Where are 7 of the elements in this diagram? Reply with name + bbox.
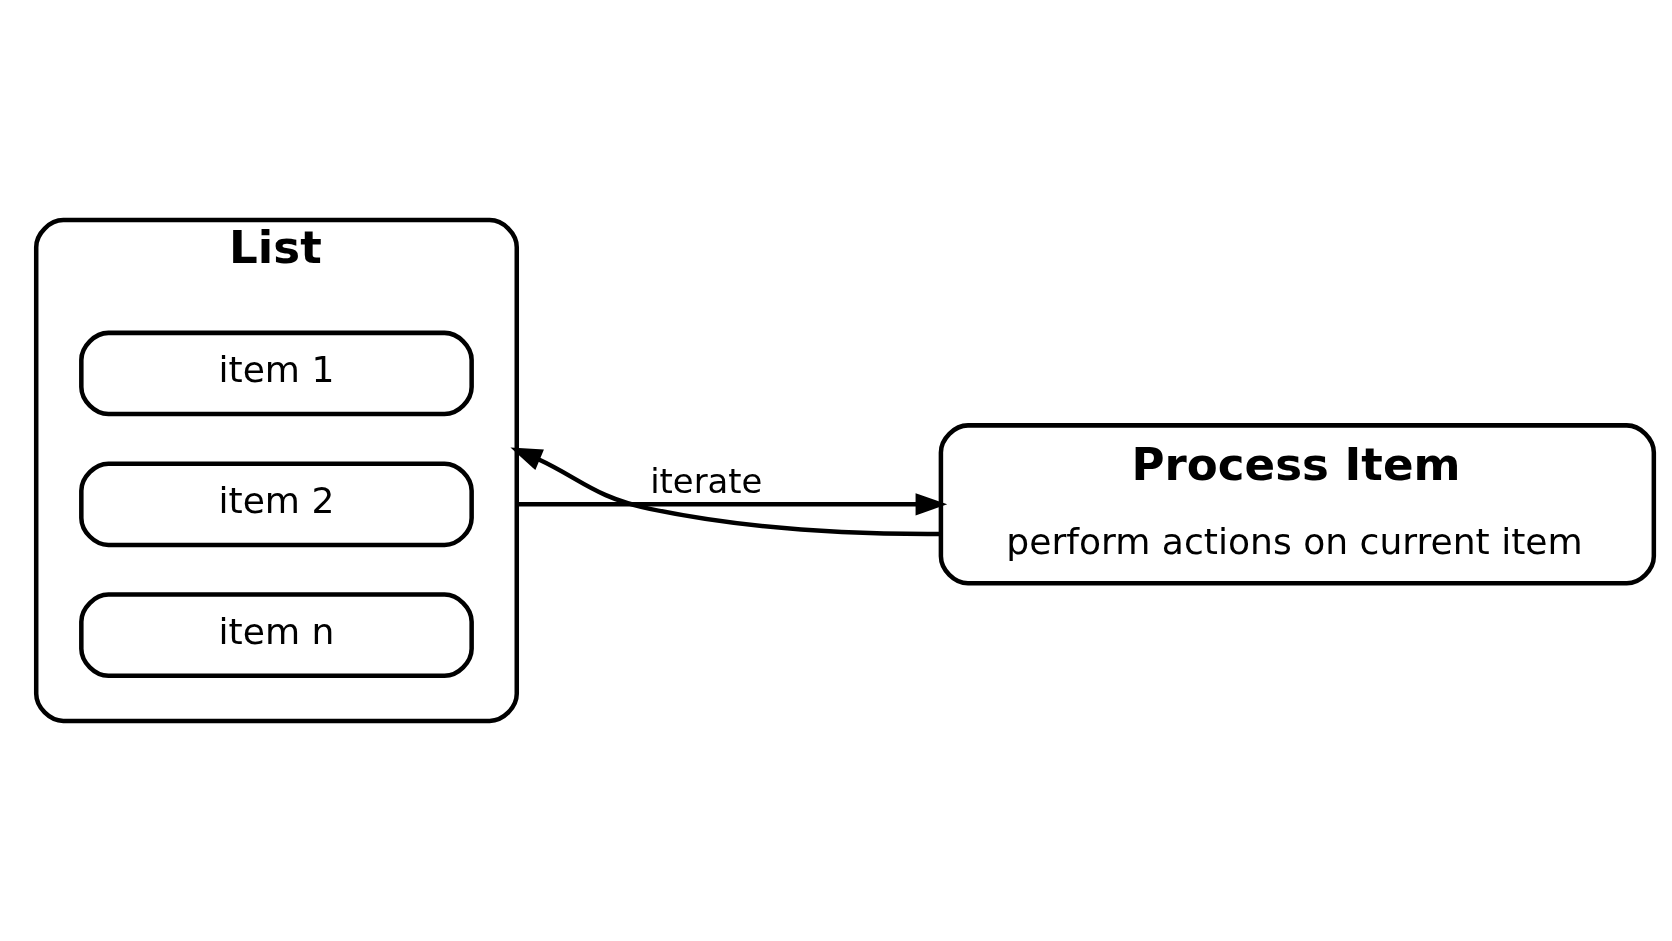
node-box: Process Item perform actions on current item: [938, 423, 1657, 586]
edge-label: iterate: [650, 462, 763, 502]
node-box: item 1: [79, 330, 474, 417]
node-box: item n: [79, 592, 474, 679]
node-box: item 2: [79, 461, 474, 548]
arrow: [510, 447, 941, 537]
arrow: [516, 493, 948, 516]
